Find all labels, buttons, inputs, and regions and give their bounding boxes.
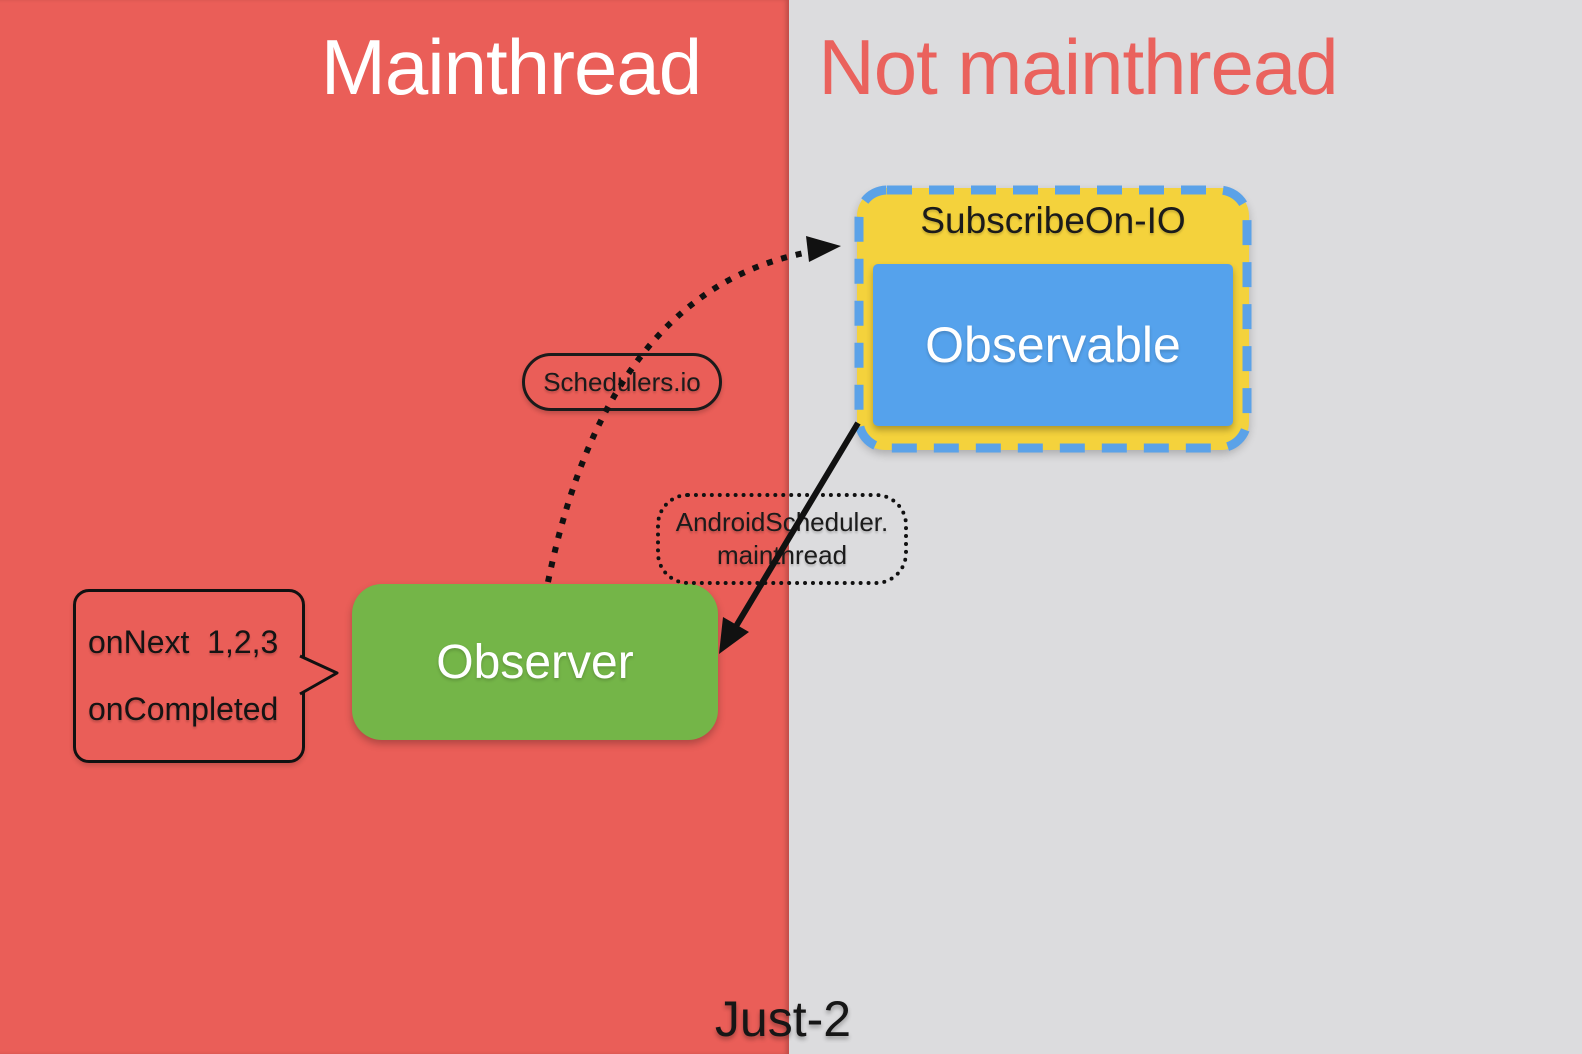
subscribeon-title: SubscribeOn-IO — [920, 200, 1186, 241]
not-mainthread-header: Not mainthread — [818, 23, 1338, 111]
observable-label: Observable — [925, 317, 1181, 373]
android-scheduler-label-box: AndroidScheduler. mainthread — [656, 493, 908, 585]
subscribeon-group-box: SubscribeOn-IO Observable — [857, 188, 1249, 450]
not-mainthread-panel — [789, 0, 1582, 1054]
schedulers-io-label: Schedulers.io — [543, 366, 701, 397]
mainthread-header: Mainthread — [320, 23, 702, 111]
callout-onnext: onNext 1,2,3 — [88, 624, 279, 660]
android-scheduler-line1: AndroidScheduler. — [675, 507, 889, 537]
android-scheduler-line2: mainthread — [716, 540, 848, 570]
footer-label: Just-2 — [714, 991, 852, 1047]
callout-oncompleted: onCompleted — [88, 691, 279, 727]
schedulers-io-pill: Schedulers.io — [522, 353, 722, 411]
observer-box: Observer — [352, 584, 718, 740]
callout-bubble: onNext 1,2,3 onCompleted — [73, 589, 305, 763]
observable-box: Observable — [873, 264, 1233, 426]
observer-label: Observer — [436, 635, 634, 689]
